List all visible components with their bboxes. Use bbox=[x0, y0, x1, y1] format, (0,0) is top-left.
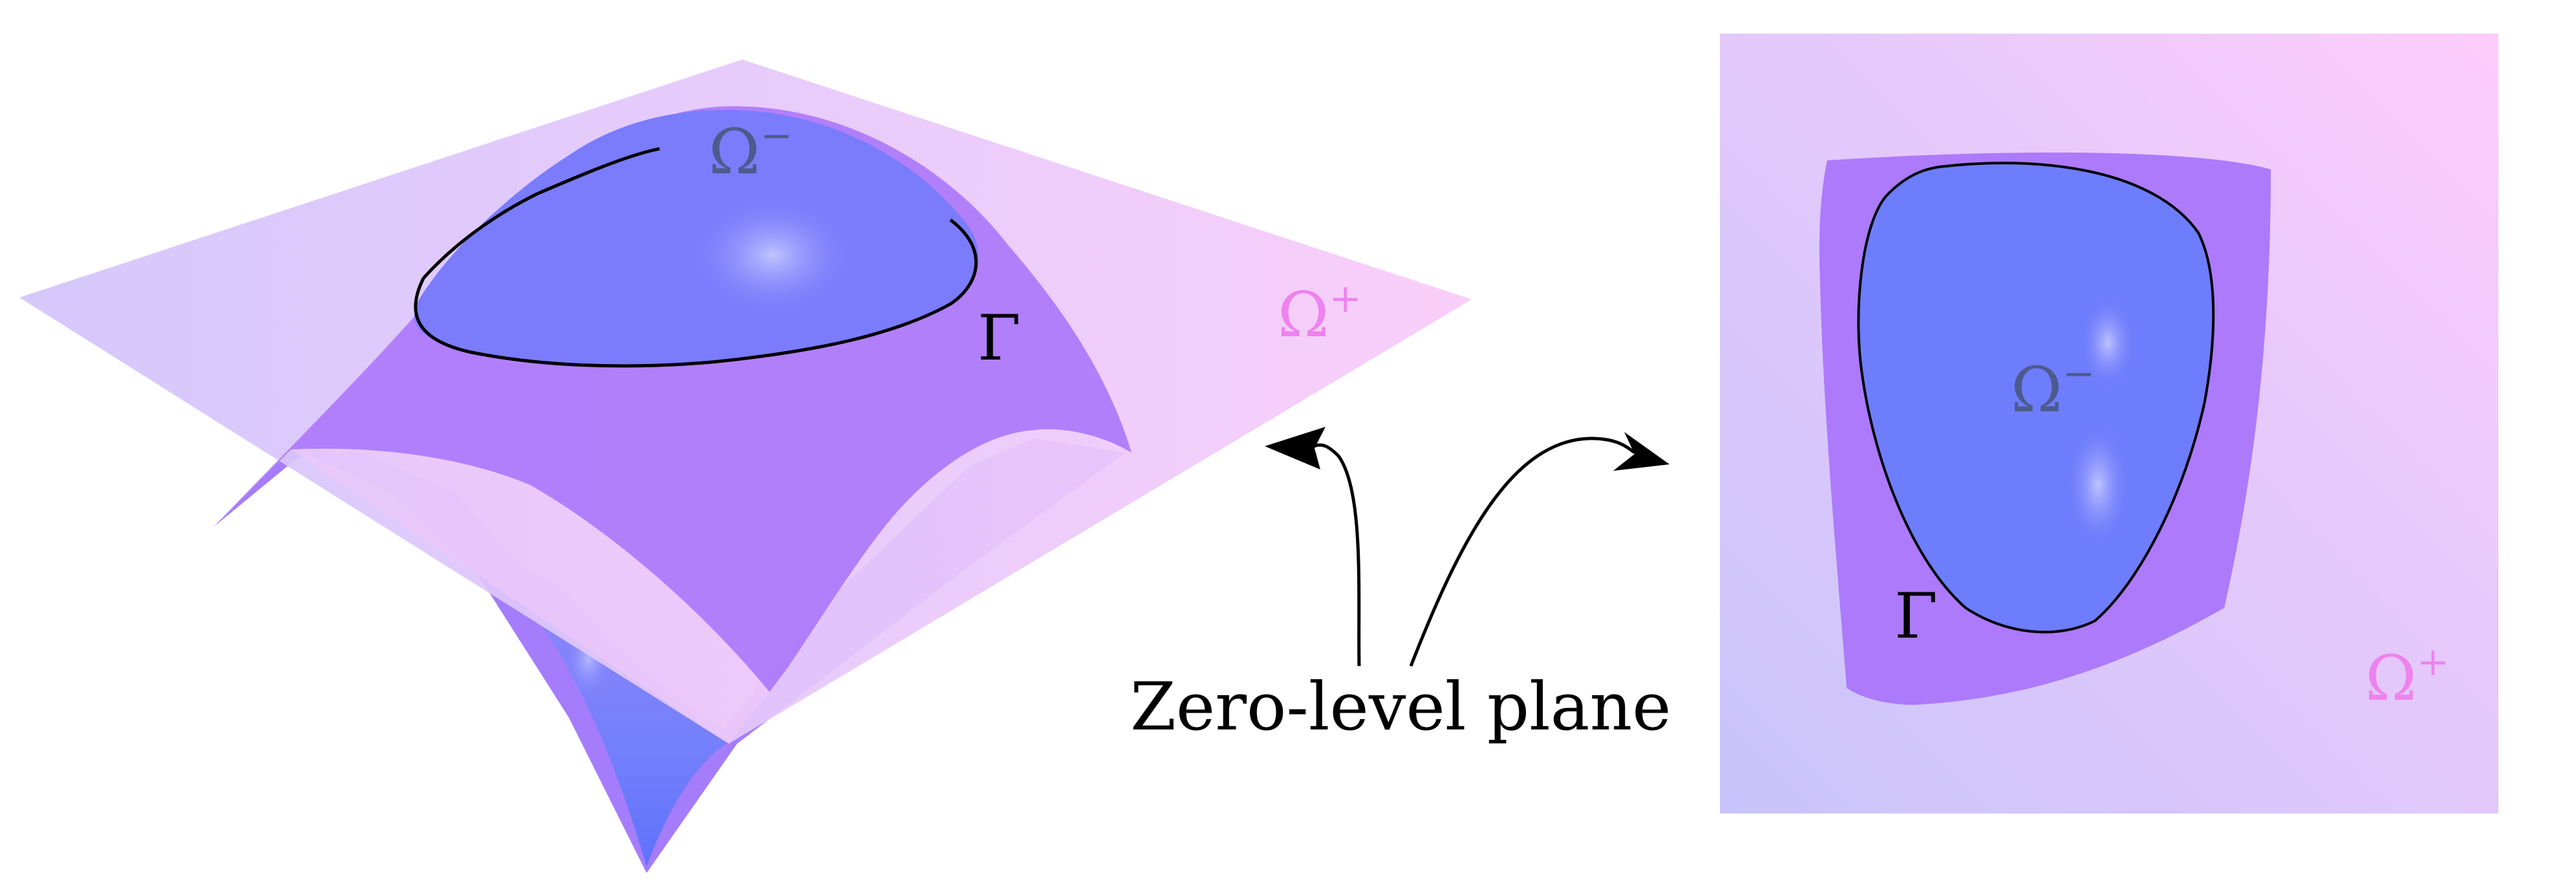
arrow-head-right bbox=[1613, 432, 1669, 471]
zero-level-plane-caption: Zero-level plane bbox=[1130, 669, 1671, 746]
left-gamma-label: Γ bbox=[978, 302, 1021, 374]
right-2d-panel: Ω− Γ Ω+ bbox=[1720, 34, 2498, 814]
left-omega-plus-label: Ω+ bbox=[1278, 276, 1362, 351]
right-omega-minus-label: Ω− bbox=[2011, 351, 2095, 426]
arrow-to-3d-plane bbox=[1313, 443, 1361, 667]
surface-spike bbox=[491, 568, 737, 867]
arrow-to-2d-plane bbox=[1409, 437, 1636, 667]
left-3d-panel: Ω− Γ Ω+ bbox=[19, 59, 1472, 873]
left-gamma-curve bbox=[414, 147, 978, 368]
left-cap-highlight bbox=[689, 194, 857, 317]
plane-front-overlay bbox=[291, 448, 769, 744]
right-gamma-label: Γ bbox=[1894, 580, 1938, 652]
annotation: Zero-level plane bbox=[1130, 427, 1671, 746]
right-highlight-upper bbox=[2081, 297, 2135, 388]
right-highlight-lower bbox=[2067, 424, 2129, 546]
left-omega-minus-label: Ω− bbox=[709, 113, 793, 188]
arrow-head-left bbox=[1265, 427, 1326, 469]
right-omega-plus-label: Ω+ bbox=[2365, 640, 2449, 715]
